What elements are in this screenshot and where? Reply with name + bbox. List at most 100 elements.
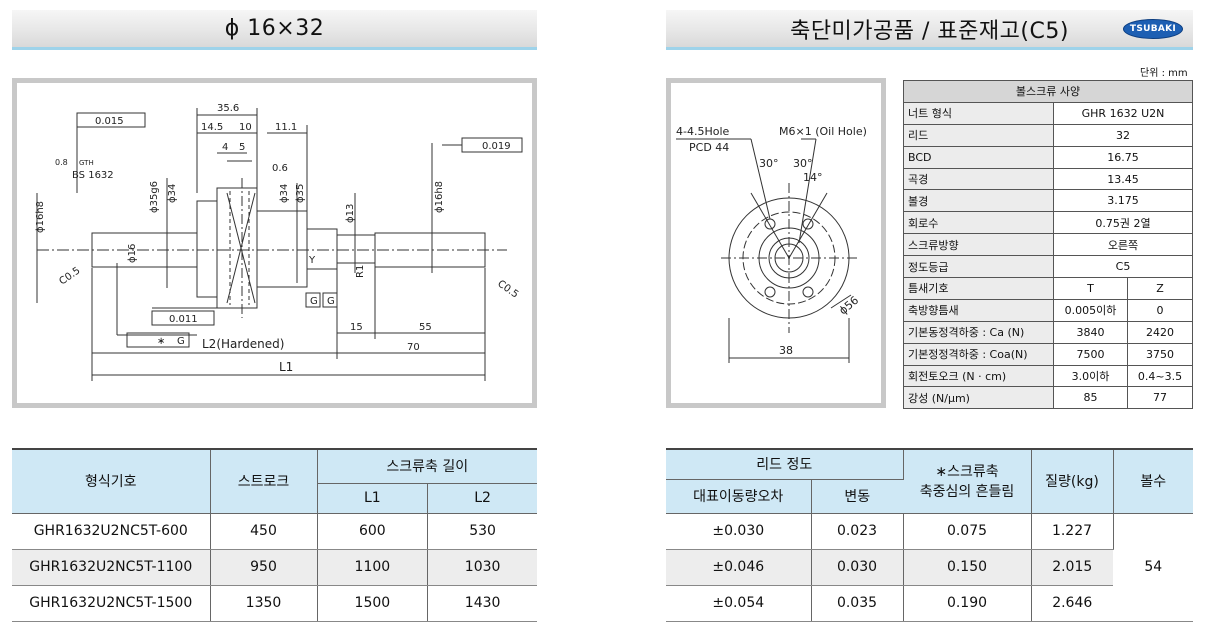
right-title: 축단미가공품 / 표준재고(C5) — [790, 18, 1069, 44]
spec-label: 회로수 — [903, 211, 1054, 235]
tol-019-label: 0.019 — [482, 141, 511, 152]
spec-label: 강성 (N/μm) — [903, 386, 1054, 410]
d56-label: ϕ56 — [837, 294, 862, 318]
g-label-b: G — [327, 296, 335, 307]
cell-rep: ±0.030 — [666, 513, 812, 550]
nut-flange — [196, 200, 218, 298]
spec-label: 리드 — [903, 123, 1054, 147]
cell-var: 0.035 — [811, 585, 904, 622]
shaft-drawing-svg: 0.015 35.6 14.5 10 11.1 4 5 0.6 0.019 BS… — [35, 103, 523, 381]
spec-label: BCD — [903, 145, 1054, 169]
cell-var: 0.030 — [811, 549, 904, 586]
spec-value-z: 77 — [1127, 386, 1193, 410]
g-label: G — [310, 296, 318, 307]
cell-stroke: 450 — [210, 513, 318, 550]
g-label-c: G — [177, 336, 185, 347]
col-l2: L2 — [427, 483, 537, 514]
col-length: 스크류축 길이 — [317, 448, 537, 484]
cell-run: 0.075 — [903, 513, 1032, 550]
dim-35-6: 35.6 — [217, 103, 239, 114]
y-label: Y — [308, 255, 316, 266]
col-mass: 질량(kg) — [1031, 448, 1114, 514]
dim-38: 38 — [779, 344, 793, 357]
brand-logo: TSUBAKI — [1123, 19, 1183, 39]
cell-l2: 1430 — [427, 585, 537, 622]
dim-11-1: 11.1 — [275, 122, 297, 133]
nut-body — [216, 187, 258, 309]
cell-l1: 1100 — [317, 549, 429, 586]
spec-label: 정도등급 — [903, 255, 1054, 279]
flange-drawing: 4-4.5Hole PCD 44 M6×1 (Oil Hole) 30° 30°… — [666, 78, 886, 408]
spec-value: 13.45 — [1053, 167, 1193, 191]
dim-5: 5 — [239, 142, 245, 153]
cell-mass: 1.227 — [1031, 513, 1114, 550]
spec-value: GHR 1632 U2N — [1053, 101, 1193, 125]
l1-label: L1 — [279, 360, 293, 374]
spec-value-t: 3840 — [1052, 320, 1129, 344]
nut-sleeve — [256, 210, 308, 288]
spec-label: 기본정정격하중 : Coa(N) — [903, 342, 1054, 366]
dim-4: 4 — [222, 142, 228, 153]
col-model: 형식기호 — [12, 448, 211, 514]
spec-value: C5 — [1053, 255, 1193, 279]
col-runout-line1: ∗스크류축 — [935, 464, 999, 481]
d16-label: ϕ16 — [127, 244, 138, 263]
model-table: 형식기호 스트로크 스크류축 길이 L1 L2 GHR1632U2NC5T-60… — [12, 448, 537, 622]
spec-label: 기본동정격하중 : Ca (N) — [903, 320, 1054, 344]
cell-run: 0.150 — [903, 549, 1032, 586]
title-banner-left: ϕ 16×32 — [12, 10, 537, 50]
spec-value-z: 0 — [1127, 298, 1193, 322]
cell-balls: 54 — [1113, 513, 1193, 622]
roughness-label: 0.8 — [55, 158, 68, 167]
col-lead-accuracy: 리드 정도 — [666, 448, 904, 480]
d16h8-label: ϕ16h8 — [35, 201, 46, 233]
spec-value: 3.175 — [1053, 189, 1193, 213]
spec-value-z: 0.4~3.5 — [1127, 364, 1193, 388]
spec-label: 너트 형식 — [903, 101, 1054, 125]
cell-model: GHR1632U2NC5T-1100 — [12, 549, 211, 586]
cell-l2: 530 — [427, 513, 537, 550]
spec-value-t: 0.005이하 — [1052, 298, 1129, 322]
col-balls: 볼수 — [1113, 448, 1193, 514]
cell-stroke: 1350 — [210, 585, 318, 622]
col-variation: 변동 — [811, 479, 903, 514]
cell-mass: 2.015 — [1031, 549, 1113, 586]
star-label: ∗ — [157, 336, 165, 347]
unit-label: 단위 : mm — [1140, 68, 1188, 79]
angle-30-a: 30° — [759, 157, 779, 170]
spec-label: 회전토오크 (N · cm) — [903, 364, 1054, 388]
col-stroke: 스트로크 — [210, 448, 318, 514]
spec-value: 오른쪽 — [1053, 233, 1193, 257]
c05-label-b: C0.5 — [495, 278, 520, 300]
accuracy-table: 리드 정도 ∗스크류축 축중심의 흔들림 질량(kg) 볼수 대표이동량오차 변… — [666, 448, 1193, 622]
spec-value: 16.75 — [1053, 145, 1193, 169]
spec-table-title: 볼스크류 사양 — [903, 80, 1193, 103]
d35-label: ϕ35 — [295, 184, 306, 203]
dim-70: 70 — [407, 342, 420, 353]
cell-run: 0.190 — [903, 585, 1032, 622]
d35g6-label: ϕ35g6 — [149, 181, 160, 213]
cell-l1: 600 — [317, 513, 429, 550]
title-banner-right: 축단미가공품 / 표준재고(C5) TSUBAKI — [666, 10, 1193, 50]
cell-rep: ±0.046 — [666, 549, 812, 586]
spec-value-t: T — [1052, 277, 1129, 300]
dim-14-5: 14.5 — [201, 122, 223, 133]
d13-label: ϕ13 — [345, 204, 356, 223]
col-rep-error: 대표이동량오차 — [666, 479, 812, 514]
d34-label-a: ϕ34 — [167, 184, 178, 203]
cell-l2: 1030 — [427, 549, 537, 586]
